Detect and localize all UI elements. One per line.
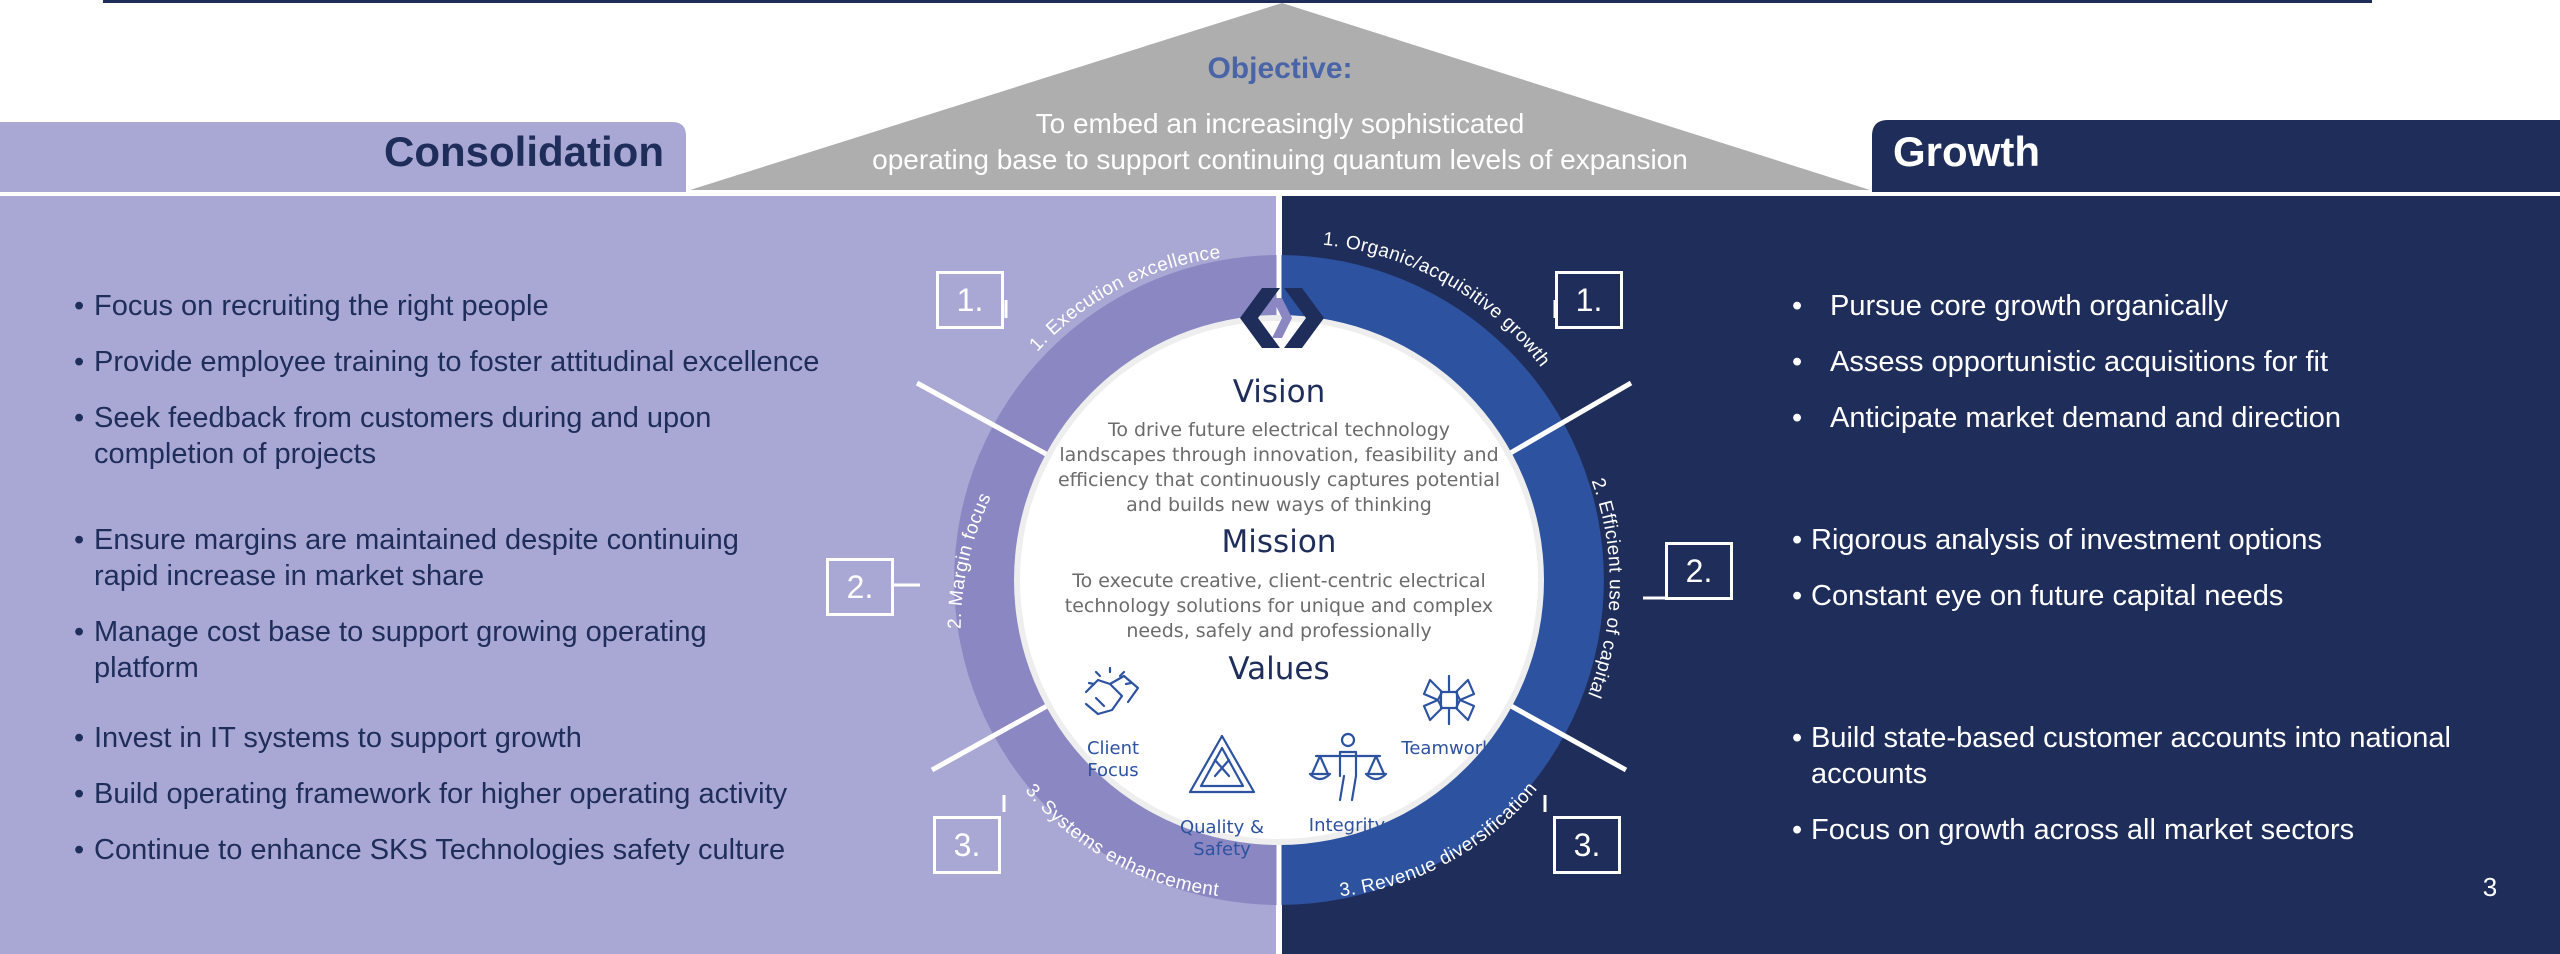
values-title: Values [1228, 651, 1330, 687]
handshake-icon [1084, 666, 1140, 716]
growth-bullet: Pursue core growth organically [1792, 288, 2228, 324]
consolidation-bullet-continued: rapid increase in market share [94, 560, 485, 592]
scales-person-icon [1308, 732, 1388, 802]
objective-roof [690, 3, 1870, 190]
company-logo [1240, 288, 1324, 348]
value-teamwork: Teamwork [1387, 738, 1507, 760]
mission-line: To execute creative, client-centric elec… [1072, 570, 1486, 592]
vision-text: To drive future electrical technology la… [1029, 418, 1529, 518]
mission-line: technology solutions for unique and comp… [1064, 595, 1494, 617]
objective-line-1: To embed an increasingly sophisticated [1035, 108, 1525, 139]
vision-title: Vision [1232, 374, 1326, 410]
growth-bullets-bottom: Rigorous analysis of investment options … [1792, 0, 2512, 954]
marker-left-3: 3. [933, 816, 1001, 874]
consolidation-bullet: Provide employee training to foster atti… [74, 344, 819, 380]
value-label: Quality & [1179, 817, 1265, 838]
growth-bullet: Focus on growth across all market sector… [1792, 812, 2354, 848]
growth-bullets-top: Pursue core growth organically Assess op… [1792, 0, 2492, 460]
value-label: Safety [1193, 839, 1251, 860]
marker-right-2: 2. [1665, 542, 1733, 600]
consolidation-bullet: Build operating framework for higher ope… [74, 776, 787, 812]
value-label: Teamwork [1401, 738, 1493, 759]
growth-title: Growth [1893, 128, 2040, 175]
value-label: Client [1086, 738, 1140, 759]
growth-bullet: Anticipate market demand and direction [1792, 400, 2341, 436]
consolidation-bullet: Continue to enhance SKS Technologies saf… [74, 832, 785, 868]
mission-text: To execute creative, client-centric elec… [1029, 569, 1529, 644]
growth-bullet: Rigorous analysis of investment options [1792, 522, 2322, 558]
objective-text: To embed an increasingly sophisticated o… [780, 106, 1780, 178]
value-client-focus: Client Focus [1063, 738, 1163, 782]
vision-line: To drive future electrical technology [1107, 419, 1451, 441]
warning-triangle-icon [1188, 734, 1256, 794]
growth-bullet-continued: accounts [1811, 758, 1928, 790]
teamwork-hands-icon [1422, 674, 1476, 726]
marker-left-2: 2. [826, 558, 894, 616]
vision-line: and builds new ways of thinking [1126, 494, 1432, 516]
consolidation-bullet: Ensure margins are maintained despite co… [74, 522, 739, 558]
growth-bullet: Build state-based customer accounts into… [1792, 720, 2451, 756]
consolidation-bullet-continued: completion of projects [94, 438, 377, 470]
consolidation-bullet: Focus on recruiting the right people [74, 288, 549, 324]
marker-right-3: 3. [1553, 816, 1621, 874]
mission-title: Mission [1221, 524, 1337, 560]
value-label: Integrity [1308, 815, 1386, 836]
objective-line-2: operating base to support continuing qua… [872, 144, 1688, 175]
consolidation-title: Consolidation [384, 128, 664, 175]
marker-right-1: 1. [1555, 271, 1623, 329]
center-disc [1020, 321, 1538, 839]
growth-bullet: Assess opportunistic acquisitions for fi… [1792, 344, 2328, 380]
value-integrity: Integrity [1287, 815, 1407, 837]
consolidation-bullet: Manage cost base to support growing oper… [74, 614, 707, 650]
value-quality-safety: Quality & Safety [1162, 817, 1282, 861]
consolidation-bullets: Focus on recruiting the right people Pro… [74, 0, 874, 954]
consolidation-bullet: Invest in IT systems to support growth [74, 720, 582, 756]
consolidation-bullet: Seek feedback from customers during and … [74, 400, 711, 436]
page-number: 3 [2482, 872, 2498, 902]
vision-line: efficiency that continuously captures po… [1057, 469, 1501, 491]
vision-line: landscapes through innovation, feasibili… [1059, 444, 1499, 466]
consolidation-bullet-continued: platform [94, 652, 199, 684]
growth-bullet: Constant eye on future capital needs [1792, 578, 2283, 614]
marker-left-1: 1. [936, 271, 1004, 329]
objective-title: Objective: [1207, 52, 1353, 85]
value-label: Focus [1087, 760, 1139, 781]
mission-line: needs, safely and professionally [1126, 620, 1432, 642]
